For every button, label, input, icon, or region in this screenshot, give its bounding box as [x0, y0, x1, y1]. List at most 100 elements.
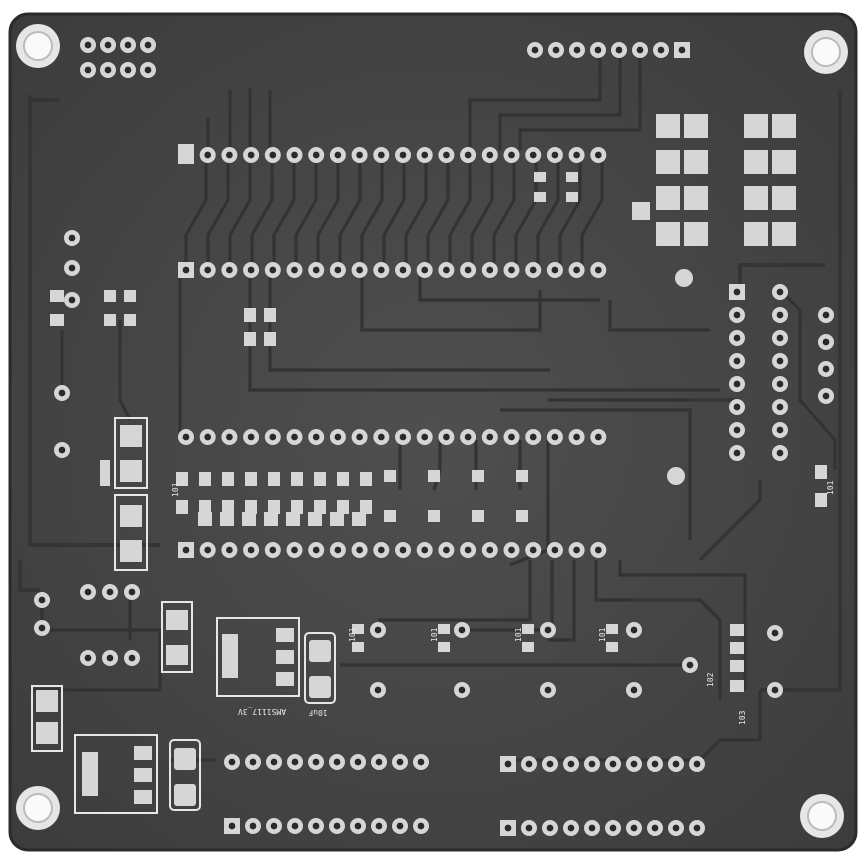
pad-hole — [226, 546, 233, 554]
pad-hole — [657, 46, 665, 54]
pad-hole — [733, 334, 741, 342]
regulator-pin — [276, 628, 294, 642]
pad-hole — [84, 588, 92, 596]
pad-hole — [733, 449, 741, 457]
smd-pad — [360, 500, 372, 514]
pad-hole — [594, 46, 602, 54]
trace — [492, 155, 516, 268]
smd-pad — [291, 472, 303, 486]
res-label-c: 101 — [514, 627, 523, 642]
smd-pad — [176, 500, 188, 514]
trace — [316, 155, 340, 268]
smd-pad — [566, 192, 578, 202]
trace — [418, 270, 600, 302]
trace — [594, 560, 722, 700]
pad-hole — [377, 151, 385, 159]
smd-pad — [352, 512, 366, 526]
pad-hole — [651, 760, 659, 768]
smd-pad — [815, 493, 827, 507]
trace — [698, 480, 762, 562]
pad-hole — [375, 758, 383, 766]
smd-pad — [104, 314, 116, 326]
smd-pad — [198, 512, 212, 526]
pad-hole — [630, 824, 638, 832]
diode-pad — [120, 460, 142, 482]
cap-pad — [174, 784, 196, 806]
pad-hole — [686, 661, 694, 669]
pad-hole — [312, 266, 320, 274]
smd-pad — [384, 470, 396, 482]
pad-hole — [291, 546, 298, 554]
pad-hole — [144, 66, 152, 74]
pad-hole — [38, 596, 46, 604]
pad-hole — [776, 426, 784, 434]
smd-pad — [772, 114, 796, 138]
pad-hole — [672, 824, 680, 832]
pad-hole — [124, 41, 132, 49]
smd-pad — [244, 308, 256, 322]
pad-hole — [609, 824, 617, 832]
smd-pad — [656, 222, 680, 246]
pad-hole — [771, 629, 779, 637]
trace — [272, 155, 296, 268]
pad-hole — [356, 433, 363, 441]
pad-hole — [128, 588, 136, 596]
smd-pad — [199, 500, 211, 514]
pad-hole — [529, 546, 537, 554]
smd-pad — [730, 660, 744, 672]
pad-hole — [291, 758, 299, 766]
pad-hole — [531, 46, 539, 54]
trace — [338, 155, 362, 268]
pad-hole — [291, 151, 298, 159]
trace — [268, 270, 550, 372]
smd-pad — [308, 512, 322, 526]
pad-hole — [421, 151, 429, 159]
smd-pad — [744, 186, 768, 210]
pad-hole — [333, 822, 341, 830]
pad-hole — [334, 433, 342, 441]
smd-pad — [124, 290, 136, 302]
diode2-outline — [114, 494, 148, 571]
pad-hole — [822, 365, 830, 373]
pad-hole — [822, 311, 830, 319]
smd-pad — [606, 624, 618, 634]
pad-hole — [38, 624, 46, 632]
pad-hole — [776, 403, 784, 411]
cap-outline — [304, 632, 336, 704]
via — [667, 467, 685, 485]
pad-hole — [776, 288, 784, 296]
pad-hole — [464, 266, 472, 274]
smd-pad — [656, 186, 680, 210]
pad-hole — [377, 546, 385, 554]
smd-pad — [268, 500, 280, 514]
smd-pad — [772, 186, 796, 210]
res-label-d: 101 — [598, 627, 607, 642]
pad-hole — [204, 546, 212, 554]
pad-hole — [573, 46, 581, 54]
pad-hole — [249, 822, 257, 830]
smd-pad — [428, 470, 440, 482]
pad-hole — [733, 380, 741, 388]
pad-hole — [247, 546, 255, 554]
smd-pad — [199, 472, 211, 486]
diode-pad — [36, 722, 58, 744]
pad-hole — [106, 654, 114, 662]
pad-hole — [630, 626, 638, 634]
regulator-tab — [82, 752, 98, 796]
trace — [118, 320, 132, 421]
pad-hole — [678, 46, 686, 54]
trace — [500, 408, 692, 540]
pad-hole — [106, 588, 114, 596]
pad-hole — [552, 46, 560, 54]
trace — [294, 155, 318, 268]
smd-pad — [245, 500, 257, 514]
pad-hole — [269, 546, 277, 554]
pad-hole — [486, 151, 494, 159]
via — [675, 269, 693, 287]
pad-hole — [693, 824, 701, 832]
smd-pad — [744, 150, 768, 174]
diode-outline — [114, 417, 148, 489]
pad-hole — [551, 266, 559, 274]
pad-hole — [374, 686, 382, 694]
smd-pad — [264, 332, 276, 346]
